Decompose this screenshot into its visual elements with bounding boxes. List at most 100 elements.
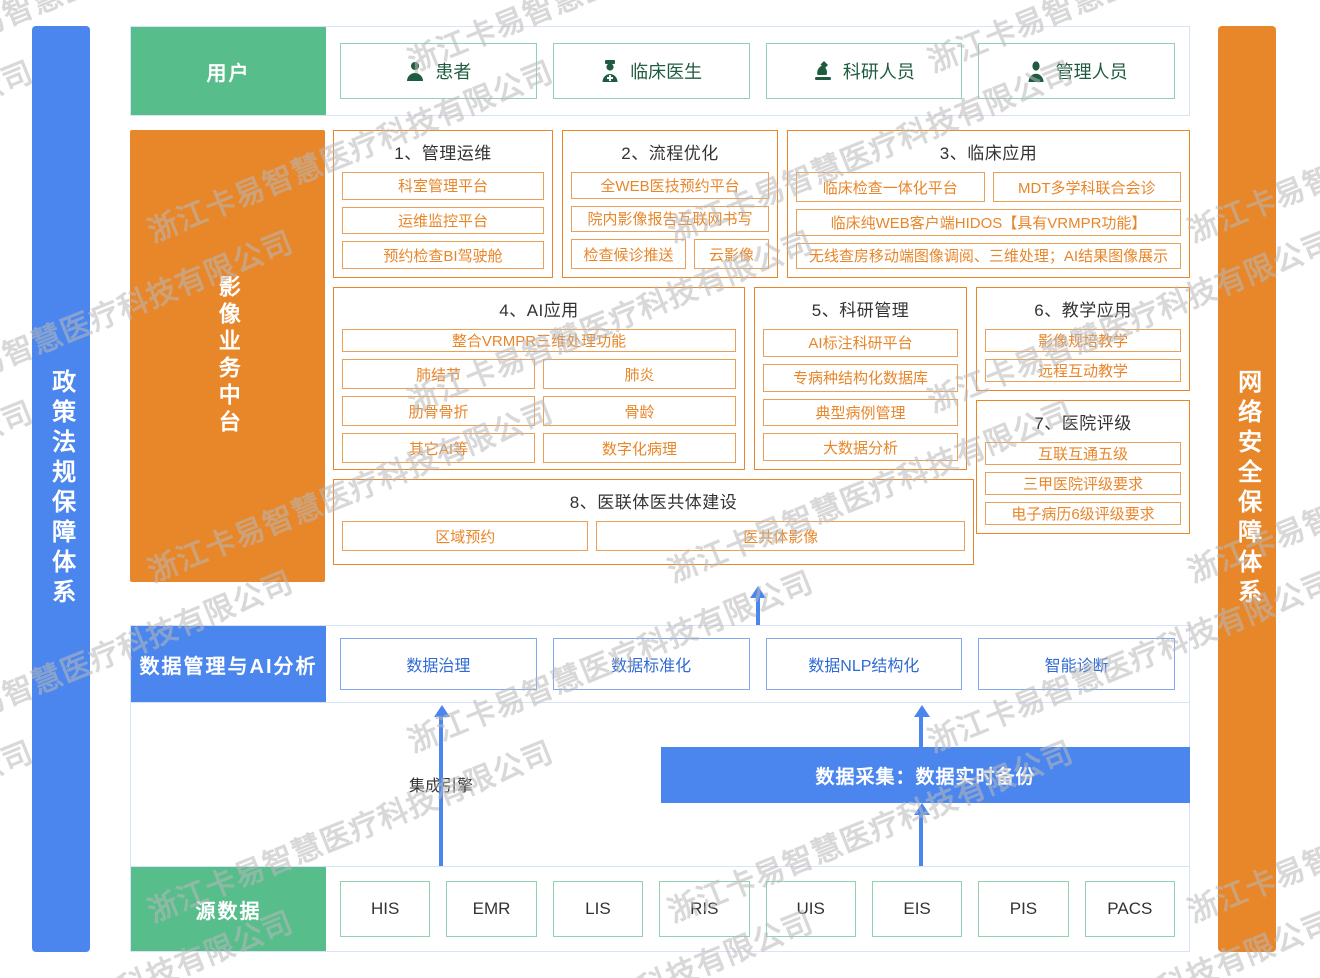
chip-hidos-web-client[interactable]: 临床纯WEB客户端HIDOS【具有VRMPR功能】 — [796, 209, 1181, 236]
arrow-data-to-platform — [750, 586, 766, 625]
group-research-management: 5、科研管理 AI标注科研平台 专病种结构化数据库 典型病例管理 大数据分析 — [754, 287, 967, 470]
chip-regional-appointment[interactable]: 区域预约 — [342, 521, 589, 551]
arrow-head-icon — [434, 705, 450, 717]
chip-tertiary-hospital-requirement[interactable]: 三甲医院评级要求 — [985, 472, 1181, 495]
data-card-standardization[interactable]: 数据标准化 — [552, 638, 750, 690]
teaching-and-rating-column: 6、教学应用 影像规培教学 远程互动教学 7、医院评级 互联互通五级 三甲医院评… — [976, 287, 1190, 534]
connector-line-collect-bottom — [919, 814, 923, 866]
users-band-body: 患者 临床医生 科研人员 管理人员 — [326, 27, 1189, 115]
group-hospital-rating-title: 7、医院评级 — [1034, 414, 1132, 433]
chip-remote-interactive-teaching[interactable]: 远程互动教学 — [985, 359, 1181, 382]
chip-lung-nodule[interactable]: 肺结节 — [342, 359, 535, 389]
user-card-clinician[interactable]: 临床医生 — [552, 43, 750, 99]
arrow-source-to-collect — [914, 803, 930, 817]
user-card-researcher[interactable]: 科研人员 — [765, 43, 963, 99]
connector-line-left — [439, 717, 443, 866]
person-icon — [405, 60, 425, 82]
data-collection-box: 数据采集：数据实时备份 — [661, 747, 1190, 803]
arrow-collect-to-data — [914, 705, 930, 719]
group-teaching-application-title: 6、教学应用 — [1034, 301, 1132, 320]
data-management-band-body: 数据治理 数据标准化 数据NLP结构化 智能诊断 — [326, 626, 1189, 702]
user-card-researcher-label: 科研人员 — [842, 62, 915, 82]
data-card-governance[interactable]: 数据治理 — [340, 638, 537, 690]
policy-regulation-sidebar: 政策法规保障体系 — [32, 26, 90, 952]
user-card-patient[interactable]: 患者 — [340, 43, 537, 99]
arrow-integration-to-data — [434, 705, 450, 719]
chip-waiting-push[interactable]: 检查候诊推送 — [571, 239, 687, 269]
imaging-platform-band: 影像业务中台 1、管理运维 科室管理平台 运维监控平台 预约检查BI驾驶舱 2、… — [130, 130, 1190, 582]
user-card-administrator[interactable]: 管理人员 — [978, 43, 1175, 99]
source-data-band-label: 源数据 — [131, 867, 326, 951]
doctor-icon — [600, 60, 620, 82]
chip-consortium-imaging[interactable]: 医共体影像 — [596, 521, 965, 551]
arrow-head-icon — [750, 586, 766, 598]
source-data-band: 源数据 HIS EMR LIS RIS UIS EIS PIS PACS — [130, 866, 1190, 952]
connector-line-right — [919, 717, 923, 747]
chip-emr-level6-requirement[interactable]: 电子病历6级评级要求 — [985, 502, 1181, 525]
user-card-administrator-label: 管理人员 — [1055, 62, 1128, 82]
manager-icon — [1026, 60, 1046, 82]
chip-vrmpr-3d-processing[interactable]: 整合VRMPR三维处理功能 — [342, 329, 736, 352]
chip-ops-monitoring-platform[interactable]: 运维监控平台 — [342, 206, 544, 235]
chip-mobile-rounds-imaging[interactable]: 无线查房移动端图像调阅、三维处理；AI结果图像展示 — [796, 242, 1181, 269]
chip-big-data-analysis[interactable]: 大数据分析 — [763, 433, 958, 461]
chip-intranet-report-writing[interactable]: 院内影像报告互联网书写 — [571, 205, 769, 232]
chip-mdt-consultation[interactable]: MDT多学科联合会诊 — [992, 172, 1181, 202]
network-security-sidebar: 网络安全保障体系 — [1218, 26, 1276, 952]
data-card-nlp-structuring[interactable]: 数据NLP结构化 — [765, 638, 963, 690]
source-card-pacs[interactable]: PACS — [1084, 881, 1175, 937]
imaging-platform-body: 1、管理运维 科室管理平台 运维监控平台 预约检查BI驾驶舱 2、流程优化 全W… — [325, 130, 1190, 582]
group-ai-application-title: 4、AI应用 — [499, 301, 579, 320]
group-medical-consortium: 8、医联体医共体建设 区域预约 医共体影像 — [333, 479, 974, 565]
group-process-optimization-title: 2、流程优化 — [621, 144, 719, 163]
source-card-emr[interactable]: EMR — [446, 881, 537, 937]
group-management-ops-title: 1、管理运维 — [394, 144, 492, 163]
chip-bi-cockpit[interactable]: 预约检查BI驾驶舱 — [342, 241, 544, 270]
group-clinical-application: 3、临床应用 临床检查一体化平台 MDT多学科联合会诊 临床纯WEB客户端HID… — [787, 130, 1190, 278]
chip-disease-structured-db[interactable]: 专病种结构化数据库 — [763, 363, 958, 392]
data-management-band: 数据管理与AI分析 数据治理 数据标准化 数据NLP结构化 智能诊断 — [130, 625, 1190, 703]
chip-digital-pathology[interactable]: 数字化病理 — [543, 433, 736, 463]
source-card-uis[interactable]: UIS — [765, 881, 856, 937]
network-security-sidebar-label: 网络安全保障体系 — [1233, 369, 1261, 609]
data-card-intelligent-diagnosis[interactable]: 智能诊断 — [978, 638, 1175, 690]
microscope-icon — [813, 60, 833, 82]
chip-imaging-residency-training[interactable]: 影像规培教学 — [985, 329, 1181, 352]
chip-clinical-exam-integration[interactable]: 临床检查一体化平台 — [796, 172, 985, 202]
policy-regulation-sidebar-label: 政策法规保障体系 — [47, 369, 75, 609]
chip-typical-case-management[interactable]: 典型病例管理 — [763, 398, 958, 427]
group-clinical-application-title: 3、临床应用 — [939, 144, 1038, 163]
chip-other-ai[interactable]: 其它AI等 — [342, 433, 535, 463]
user-card-patient-label: 患者 — [435, 62, 472, 82]
data-management-band-label: 数据管理与AI分析 — [131, 626, 326, 702]
arrow-shaft — [756, 596, 760, 625]
chip-cloud-imaging[interactable]: 云影像 — [694, 239, 769, 269]
source-card-lis[interactable]: LIS — [552, 881, 644, 937]
chip-rib-fracture[interactable]: 肋骨骨折 — [342, 396, 535, 426]
group-medical-consortium-title: 8、医联体医共体建设 — [569, 493, 738, 512]
chip-bone-age[interactable]: 骨龄 — [543, 396, 736, 426]
chip-pneumonia[interactable]: 肺炎 — [543, 359, 736, 389]
chip-web-appointment-platform[interactable]: 全WEB医技预约平台 — [571, 172, 769, 199]
source-data-band-body: HIS EMR LIS RIS UIS EIS PIS PACS — [326, 867, 1189, 951]
source-card-eis[interactable]: EIS — [871, 881, 963, 937]
chip-ai-annotation-platform[interactable]: AI标注科研平台 — [763, 329, 958, 357]
imaging-platform-band-label: 影像业务中台 — [130, 130, 325, 582]
source-card-ris[interactable]: RIS — [659, 881, 750, 937]
source-card-his[interactable]: HIS — [340, 881, 431, 937]
user-card-clinician-label: 临床医生 — [630, 62, 703, 82]
group-process-optimization: 2、流程优化 全WEB医技预约平台 院内影像报告互联网书写 检查候诊推送 云影像 — [562, 130, 778, 278]
group-management-ops: 1、管理运维 科室管理平台 运维监控平台 预约检查BI驾驶舱 — [333, 130, 553, 278]
group-teaching-application: 6、教学应用 影像规培教学 远程互动教学 — [976, 287, 1190, 391]
chip-dept-management-platform[interactable]: 科室管理平台 — [342, 172, 544, 200]
source-card-pis[interactable]: PIS — [978, 881, 1069, 937]
chip-interconnection-level5[interactable]: 互联互通五级 — [985, 442, 1181, 465]
arrow-head-icon — [914, 705, 930, 717]
group-ai-application: 4、AI应用 整合VRMPR三维处理功能 肺结节 肺炎 肋骨骨折 骨龄 其它AI… — [333, 287, 745, 470]
arrow-head-icon — [914, 803, 930, 815]
group-hospital-rating: 7、医院评级 互联互通五级 三甲医院评级要求 电子病历6级评级要求 — [976, 400, 1190, 534]
imaging-platform-band-label-text: 影像业务中台 — [215, 275, 241, 437]
group-research-management-title: 5、科研管理 — [811, 301, 910, 320]
users-band-label: 用户 — [131, 27, 326, 115]
users-band: 用户 患者 临床医生 科研人员 — [130, 26, 1190, 116]
